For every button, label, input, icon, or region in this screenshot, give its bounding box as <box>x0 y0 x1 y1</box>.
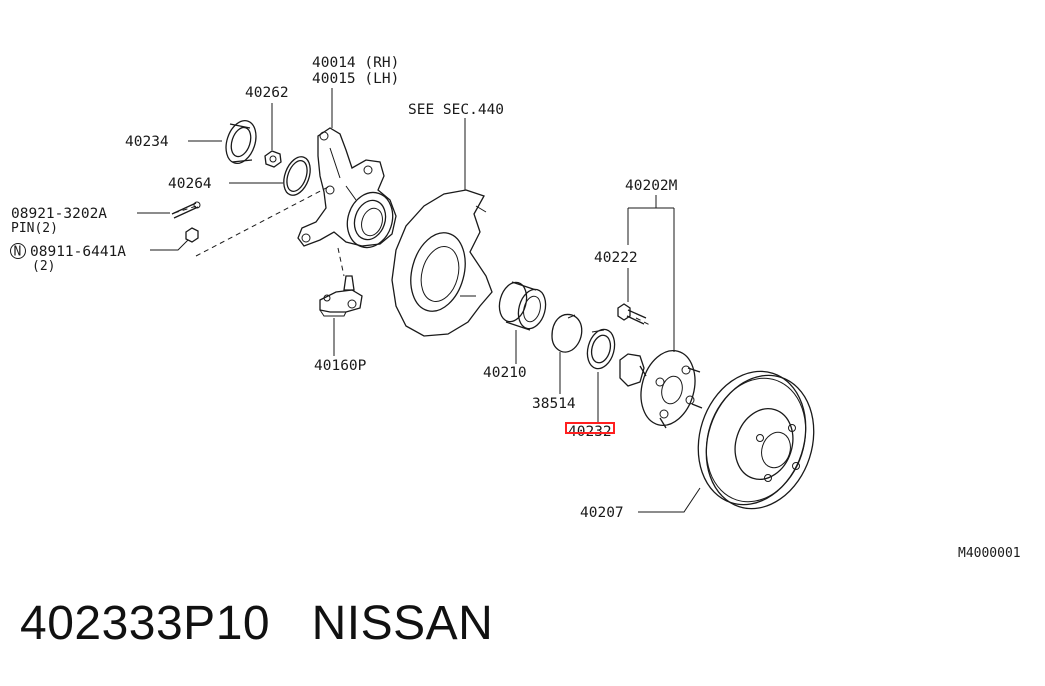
label-40014: 40014 (RH) <box>312 55 399 71</box>
label-08921: 08921-3202A <box>11 206 107 222</box>
leader-lines <box>137 88 701 513</box>
steering-knuckle-40014 <box>297 127 397 249</box>
n-circle-icon <box>10 243 26 259</box>
wheel-hub-40202m <box>619 350 703 429</box>
pin-08921 <box>171 201 201 219</box>
nut-40262 <box>264 150 282 168</box>
label-40222: 40222 <box>594 250 638 266</box>
label-40262: 40262 <box>245 85 289 101</box>
label-40160p: 40160P <box>314 358 367 374</box>
label-40202m: 40202M <box>625 178 678 194</box>
brake-rotor-40207 <box>697 370 815 510</box>
label-ref-code: M4000001 <box>958 546 1021 560</box>
label-pin: PIN(2) <box>11 221 58 236</box>
snap-ring-40264 <box>283 156 311 196</box>
label-08911: 08911-6441A <box>30 244 126 260</box>
label-n-prefix: N <box>14 245 22 260</box>
label-38514: 38514 <box>532 396 576 412</box>
label-40234: 40234 <box>125 134 169 150</box>
nut-08911 <box>185 227 199 243</box>
wheel-bearing-40210 <box>498 281 547 331</box>
oil-seal-40234 <box>225 119 257 165</box>
label-qty-2: (2) <box>32 259 55 274</box>
dust-shield <box>391 189 493 337</box>
assembly-dash-lines <box>173 185 653 327</box>
parts-diagram: 40014 (RH) 40015 (LH) 40262 40234 40264 … <box>10 55 1021 560</box>
snap-ring-38514 <box>551 313 583 353</box>
label-40264: 40264 <box>168 176 212 192</box>
label-40210: 40210 <box>483 365 527 381</box>
stud-bolt-40222 <box>617 303 647 325</box>
label-40015: 40015 (LH) <box>312 71 399 87</box>
highlight-box <box>565 422 615 434</box>
ball-joint-40160p <box>319 275 363 317</box>
label-see-sec-440: SEE SEC.440 <box>408 102 504 118</box>
seal-40232 <box>586 328 616 370</box>
label-40207: 40207 <box>580 505 624 521</box>
part-number-title: 402333P10 NISSAN <box>20 597 494 650</box>
